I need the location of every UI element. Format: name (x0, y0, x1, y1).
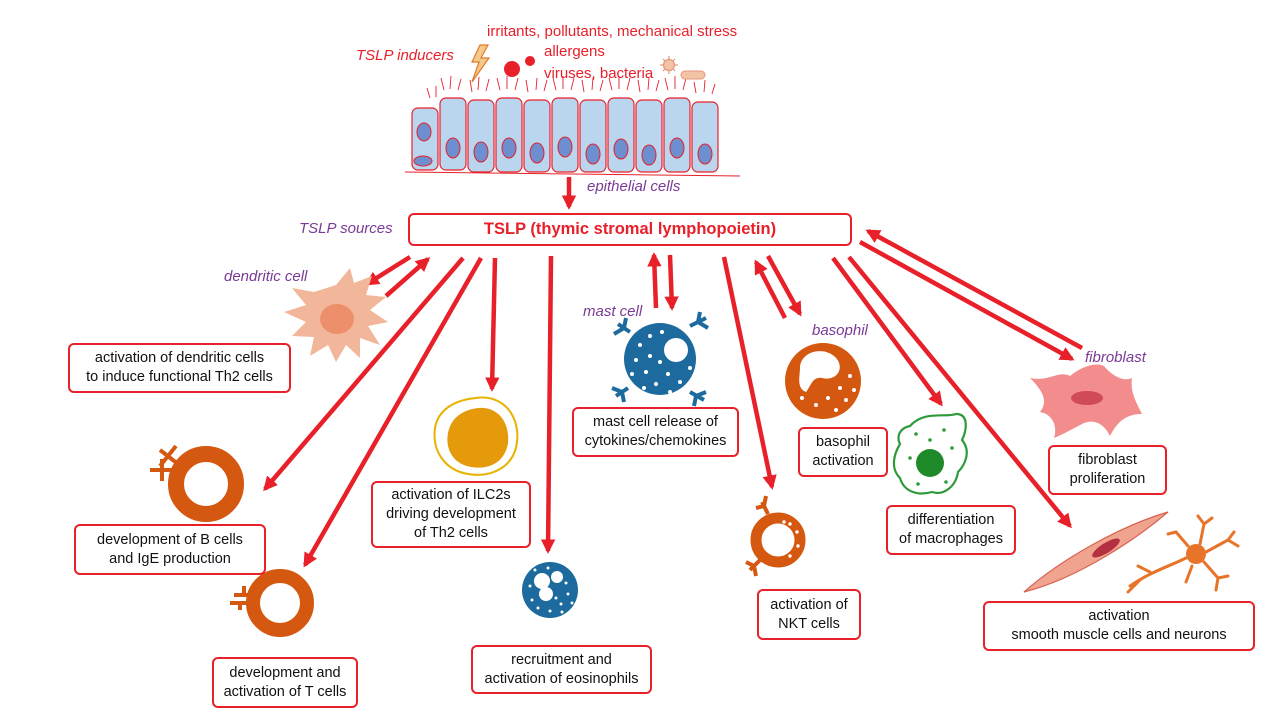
neuron-icon (1126, 514, 1240, 594)
arrow-tslp-to-ilc2 (485, 257, 500, 392)
tslp-inducers-title: TSLP inducers (356, 47, 454, 64)
inducer-line-allergens: allergens (544, 43, 605, 60)
effect-line: smooth muscle cells and neurons (1011, 627, 1227, 643)
arrow-tslp-to-basophil (766, 254, 802, 317)
effect-macrophage-differentiation: differentiation of macrophages (886, 505, 1016, 555)
inducer-line-viruses: viruses, bacteria (544, 65, 654, 82)
t-cell-icon (230, 569, 314, 637)
smooth-muscle-cell-icon (1023, 511, 1169, 593)
cilia (426, 75, 716, 99)
effect-b-cell-development: development of B cells and IgE productio… (74, 524, 266, 575)
arrow-tslp-to-eosinophil (540, 255, 556, 554)
allergen-particle-small (525, 56, 535, 66)
bacteria-icon (680, 70, 706, 80)
effect-line: activation of dendritic cells (94, 350, 265, 366)
effect-line: cytokines/chemokines (584, 433, 727, 449)
arrow-basophil-to-tslp (754, 259, 787, 320)
effect-t-cell-development: development and activation of T cells (212, 657, 358, 708)
effect-line: activation of ILC2s (391, 487, 511, 503)
arrow-dendritic-to-tslp (384, 257, 431, 298)
virus-icon (660, 56, 678, 74)
effect-line: to induce functional Th2 cells (86, 369, 273, 385)
basophil-label: basophil (812, 322, 868, 339)
arrow-tslp-to-smooth-muscle (847, 255, 1072, 529)
effect-line: activation of eosinophils (484, 670, 639, 687)
arrow-tslp-to-tcell (303, 256, 483, 568)
fibroblast-label: fibroblast (1085, 349, 1146, 366)
effect-line: fibroblast (1078, 452, 1137, 468)
mast-cell-icon (611, 311, 710, 407)
eosinophil-icon (522, 562, 578, 618)
effect-nkt-activation: activation of NKT cells (757, 589, 861, 640)
arrow-tslp-to-fibroblast (858, 240, 1075, 361)
arrow-fibroblast-to-tslp (865, 229, 1084, 350)
basophil-icon (785, 343, 861, 419)
arrow-tslp-to-macrophage (831, 256, 943, 407)
inducer-icons (471, 44, 706, 83)
epithelial-nuclei (413, 122, 713, 167)
effect-line: driving development (386, 506, 516, 522)
b-cell-icon (150, 444, 244, 522)
epithelial-cells-label: epithelial cells (587, 178, 681, 195)
allergen-particle-large (504, 61, 520, 77)
arrow-tslp-to-nkt (721, 256, 777, 490)
effect-line: of Th2 cells (414, 525, 488, 541)
arrow-tslp-to-dendritic (364, 255, 412, 286)
effect-line: activation of (770, 596, 848, 613)
effect-line: mast cell release of (593, 414, 718, 430)
arrow-tslp-to-bcell (263, 256, 465, 492)
arrow-tslp-to-mast (664, 254, 679, 311)
nkt-cell-icon (745, 495, 806, 577)
effect-line: activation (1088, 608, 1150, 624)
effect-line: development and (229, 664, 341, 681)
effect-basophil-activation: basophil activation (798, 427, 888, 477)
effect-line: of macrophages (899, 531, 1003, 547)
effect-line: activation (812, 453, 874, 469)
effect-smooth-muscle-neuron-activation: activation smooth muscle cells and neuro… (983, 601, 1255, 651)
effect-fibroblast-proliferation: fibroblast proliferation (1048, 445, 1167, 495)
dendritic-cell-icon (284, 268, 388, 362)
effect-line: and IgE production (109, 550, 231, 567)
effect-line: development of B cells (97, 531, 243, 548)
effect-line: basophil (815, 434, 870, 450)
effect-line: recruitment and (511, 651, 612, 668)
dendritic-cell-label: dendritic cell (224, 268, 308, 285)
effect-line: differentiation (907, 512, 995, 528)
lightning-icon (471, 44, 491, 83)
effect-eosinophil-recruitment: recruitment and activation of eosinophil… (471, 645, 652, 694)
effect-mast-cell-release: mast cell release of cytokines/chemokine… (572, 407, 739, 457)
effect-line: activation of T cells (223, 683, 347, 700)
arrow-mast-to-tslp (647, 252, 662, 309)
effect-line: proliferation (1069, 471, 1146, 487)
arrows (263, 177, 1084, 568)
tslp-center-box: TSLP (thymic stromal lymphopoietin) (408, 213, 852, 246)
epithelium-illustration (404, 75, 741, 177)
macrophage-icon (892, 412, 968, 495)
epithelial-cells (411, 97, 719, 173)
effect-dendritic-activation: activation of dendritic cells to induce … (68, 343, 291, 393)
tslp-sources-label: TSLP sources (299, 220, 393, 237)
mast-cell-label: mast cell (583, 303, 643, 320)
effect-ilc2-activation: activation of ILC2s driving development … (371, 481, 531, 548)
ilc2-cell-icon (433, 396, 519, 476)
effect-line: NKT cells (778, 615, 840, 632)
inducer-line-irritants: irritants, pollutants, mechanical stress (487, 23, 738, 40)
fibroblast-icon (1030, 364, 1142, 438)
